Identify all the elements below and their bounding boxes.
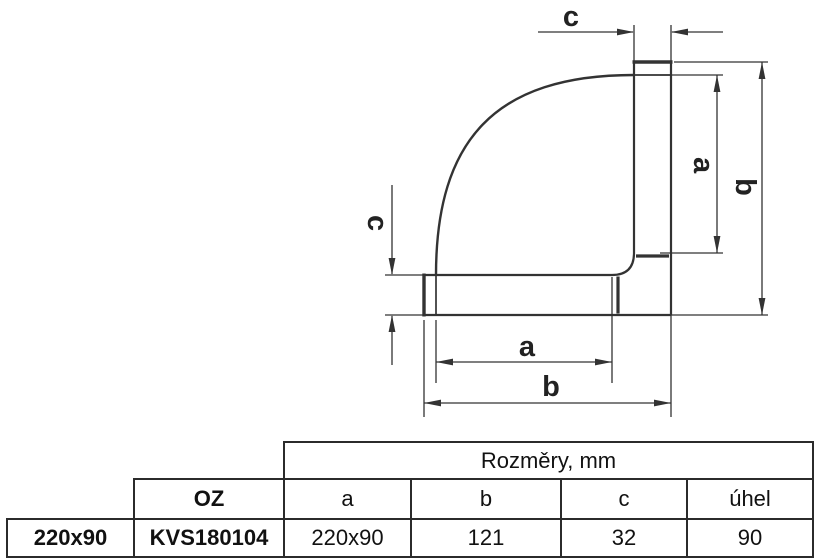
dim-label-b-right: b	[729, 178, 761, 196]
dim-b-right	[671, 61, 768, 316]
arrowhead-right-icon	[595, 358, 612, 366]
table-title-cell: Rozměry, mm	[283, 441, 814, 480]
header-c: c	[560, 478, 688, 520]
cell-a: 220x90	[283, 518, 412, 558]
dim-a-bottom	[435, 277, 613, 383]
arrowhead-down-icon	[713, 236, 721, 253]
arrowhead-down-icon	[758, 298, 766, 315]
header-uhel: úhel	[686, 478, 814, 520]
arrowhead-left-icon	[436, 358, 453, 366]
dim-label-c-top: c	[563, 1, 579, 33]
dim-c-top	[538, 25, 723, 62]
table-header-row: OZ a b c úhel	[7, 478, 814, 520]
cell-size: 220x90	[6, 518, 135, 558]
arrowhead-right-icon	[654, 399, 671, 407]
elbow-diagram: c c a b a b	[361, 1, 768, 417]
arrowhead-up-icon	[713, 75, 721, 92]
empty-cell	[134, 442, 284, 479]
dim-label-a-bottom: a	[519, 331, 536, 363]
arrowhead-left-icon	[424, 399, 441, 407]
empty-cell	[7, 442, 134, 479]
dim-b-bottom	[423, 315, 672, 417]
dim-label-a-right: a	[687, 157, 719, 174]
arrowhead-down-icon	[388, 258, 396, 275]
cell-code: KVS180104	[133, 518, 285, 558]
table-title-row: Rozměry, mm	[7, 441, 814, 480]
arrowhead-left-icon	[671, 28, 688, 36]
cell-c: 32	[560, 518, 688, 558]
arrowhead-up-icon	[388, 315, 396, 332]
header-oz: OZ	[133, 478, 285, 520]
table-value-row: 220x90 KVS180104 220x90 121 32 90	[6, 518, 814, 558]
cell-b: 121	[410, 518, 562, 558]
header-a: a	[283, 478, 412, 520]
arrowhead-right-icon	[617, 28, 634, 36]
dimensions-table: Rozměry, mm OZ a b c úhel 220x90 KVS1801…	[6, 441, 814, 558]
cell-uhel: 90	[686, 518, 814, 558]
elbow-outer-arc	[434, 73, 635, 276]
arrowhead-up-icon	[758, 62, 766, 79]
elbow-inner-corner-arc	[611, 252, 636, 277]
dim-c-left	[385, 185, 424, 365]
header-b: b	[410, 478, 562, 520]
dim-a-right	[660, 74, 723, 254]
dim-label-c-left: c	[361, 215, 393, 231]
dim-label-b-bottom: b	[542, 371, 560, 403]
empty-cell	[7, 479, 134, 519]
elbow-outline	[422, 60, 673, 317]
